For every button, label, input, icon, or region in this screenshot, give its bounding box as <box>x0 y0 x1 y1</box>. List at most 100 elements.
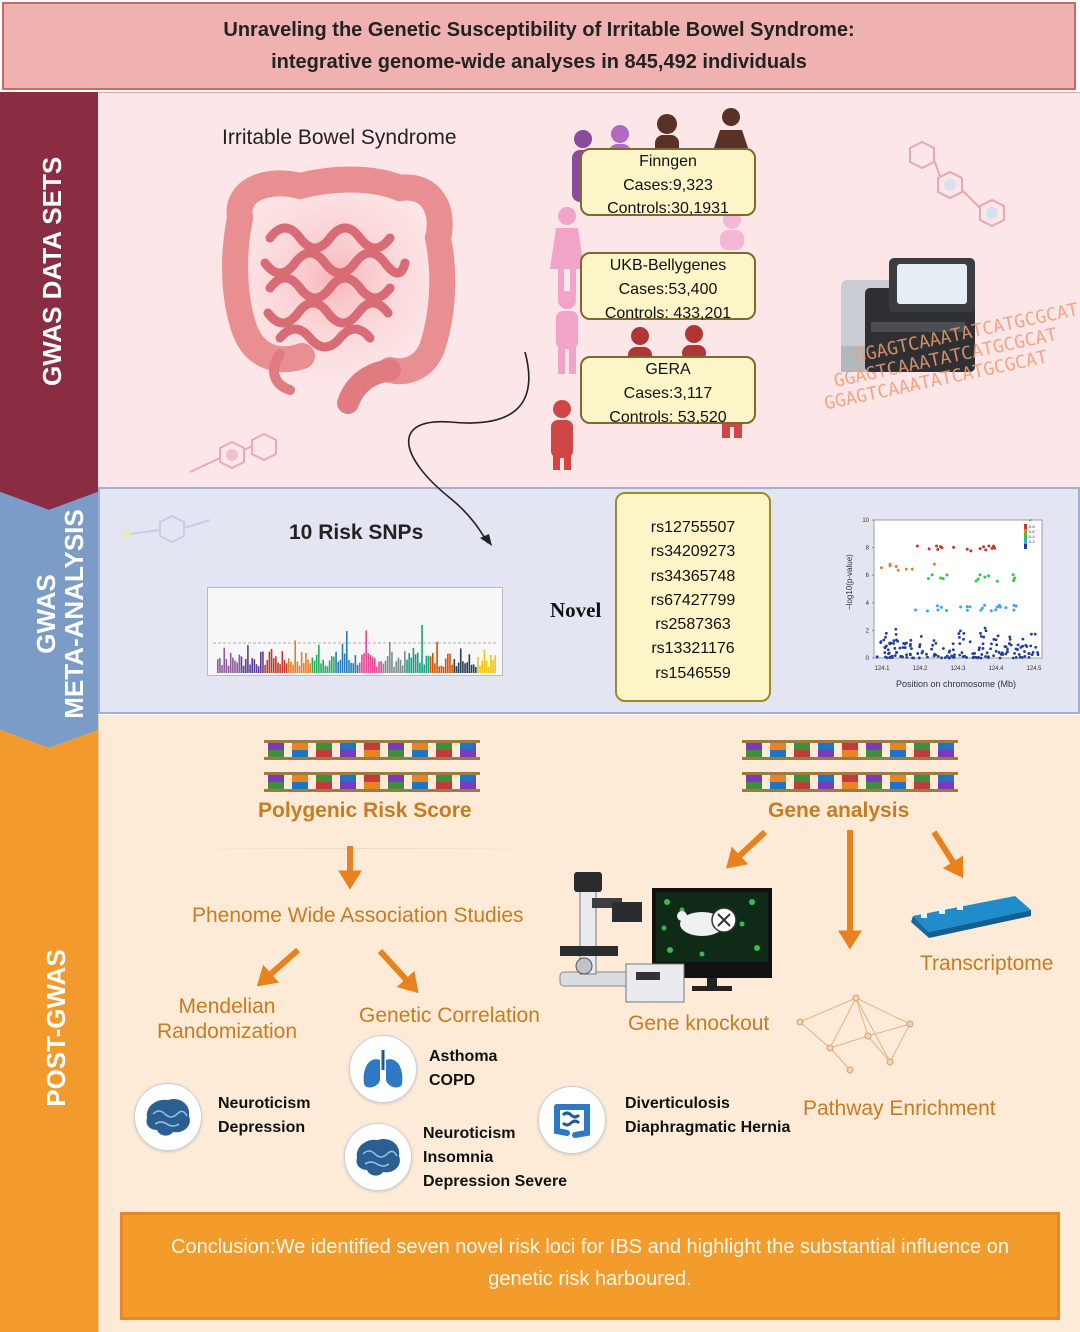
manhattan-bar <box>440 665 443 673</box>
snp-id: rs67427799 <box>650 591 736 609</box>
locus-point <box>908 653 912 657</box>
x-tick-label: 124.1 <box>874 666 890 672</box>
manhattan-bar <box>475 666 477 673</box>
prs-label: Polygenic Risk Score <box>258 799 472 822</box>
manhattan-bar <box>268 651 271 673</box>
snp-id: rs12755507 <box>650 519 736 536</box>
legend-swatch <box>1024 524 1027 529</box>
manhattan-bar <box>247 645 249 673</box>
manhattan-bar <box>481 660 484 673</box>
locus-point <box>982 545 986 549</box>
locus-point <box>997 651 1001 654</box>
disease-label: Irritable Bowel Syndrome <box>222 126 457 149</box>
dna-base <box>316 750 332 757</box>
dna-base <box>746 750 762 757</box>
legend-swatch <box>1024 534 1027 539</box>
locus-point <box>987 574 991 578</box>
locus-point <box>1016 648 1019 651</box>
gc-gut-traits: Diverticulosis Diaphragmatic Hernia <box>625 1092 790 1140</box>
locus-point <box>932 639 936 642</box>
locus-point <box>926 576 930 580</box>
dna-base <box>364 743 380 750</box>
locus-point <box>926 655 929 659</box>
gene-knockout-label: Gene knockout <box>628 1012 770 1035</box>
locus-point <box>1017 653 1021 656</box>
locus-point <box>981 647 985 650</box>
locus-point <box>947 650 951 654</box>
locus-point <box>978 573 982 577</box>
mr-line-2: Randomization <box>156 1020 298 1043</box>
brain-icon <box>356 1138 400 1176</box>
manhattan-bar <box>326 666 329 673</box>
dna-base <box>268 775 284 782</box>
manhattan-bar <box>365 630 367 673</box>
label-gwas-data-sets: GWAS DATA SETS <box>37 156 67 386</box>
locus-point <box>979 608 983 612</box>
locus-point <box>875 655 879 659</box>
dna-base <box>268 782 284 789</box>
x-tick-label: 124.3 <box>950 666 966 672</box>
cohort-cases: Cases:9,323 <box>623 177 713 194</box>
manhattan-bar <box>296 661 299 673</box>
locus-point <box>943 656 947 660</box>
manhattan-bar <box>223 647 226 673</box>
manhattan-bar <box>350 662 352 673</box>
locus-point <box>888 564 892 568</box>
dna-base <box>794 750 810 757</box>
dna-base <box>412 743 428 750</box>
dna-base <box>938 775 954 782</box>
dna-base <box>794 775 810 782</box>
manhattan-bar <box>275 656 277 673</box>
dna-base <box>746 775 762 782</box>
locus-point <box>884 631 888 635</box>
locus-point <box>927 547 931 551</box>
locus-point <box>1031 650 1035 654</box>
divider <box>160 848 560 849</box>
manhattan-bar <box>412 647 415 673</box>
locus-point <box>895 638 898 642</box>
brain-circle <box>344 1123 412 1191</box>
manhattan-bar <box>257 666 260 673</box>
locus-point <box>916 652 920 655</box>
locus-point <box>936 655 940 658</box>
manhattan-bar <box>227 665 230 673</box>
locus-point <box>1034 645 1038 649</box>
dna-base <box>914 750 930 757</box>
locus-point <box>909 638 913 642</box>
cohort-name: UKB-Bellygenes <box>609 257 727 274</box>
locus-point <box>1009 643 1013 647</box>
locus-point <box>915 544 919 548</box>
locus-point <box>995 643 999 647</box>
intestine-icon <box>554 1104 590 1138</box>
locus-point <box>910 647 913 651</box>
dna-base <box>794 743 810 750</box>
locus-point <box>974 655 978 659</box>
locus-point <box>992 638 996 641</box>
locus-point <box>1016 643 1020 647</box>
locus-point <box>994 649 998 653</box>
locus-point <box>905 655 909 659</box>
manhattan-bar <box>217 659 219 673</box>
trait: Insomnia <box>423 1149 494 1166</box>
manhattan-bar <box>477 657 479 673</box>
manhattan-bar <box>472 664 475 673</box>
manhattan-bar <box>438 666 441 673</box>
locus-point <box>981 642 985 646</box>
manhattan-bar <box>367 653 370 673</box>
y-tick-label: 10 <box>862 518 869 524</box>
locus-point <box>979 656 983 660</box>
dna-base <box>866 750 882 757</box>
cohort-card-gera: GERA Cases:3,117 Controls: 53,520 <box>580 356 756 426</box>
locus-point <box>976 655 980 659</box>
locus-point <box>978 547 982 551</box>
dna-base <box>412 750 428 757</box>
manhattan-bar <box>333 656 335 673</box>
locus-point <box>1036 653 1040 657</box>
dna-base <box>268 750 284 757</box>
locus-point <box>889 655 893 659</box>
locus-point <box>962 631 966 635</box>
locus-point <box>968 605 972 609</box>
legend-swatch <box>1024 529 1027 534</box>
manhattan-bar <box>468 654 471 673</box>
locus-point <box>952 545 956 549</box>
